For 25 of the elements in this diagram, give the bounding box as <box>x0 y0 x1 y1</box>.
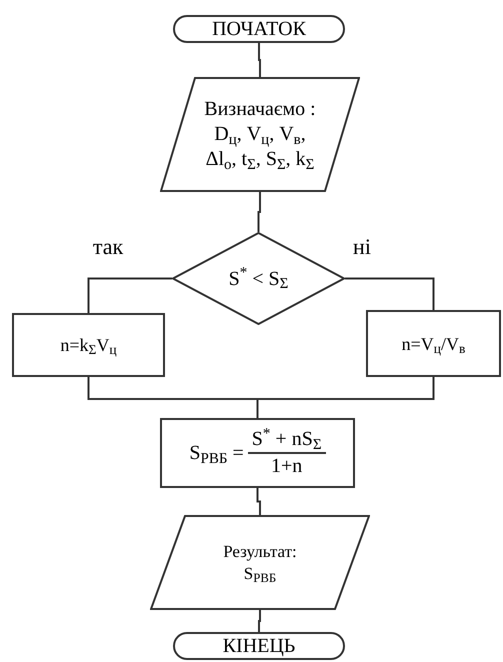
io-heading: Визначаємо : <box>204 97 316 122</box>
connector-line <box>88 278 172 313</box>
connector-line <box>258 43 261 77</box>
edge-label: так <box>92 236 124 258</box>
process-box <box>12 313 165 377</box>
connector-line <box>258 610 261 632</box>
io-text: S$_{РВБ}$ <box>244 562 276 584</box>
condition-text: S$^{*}$ < S$_{Σ}$ <box>228 268 288 288</box>
terminator-shape <box>173 632 345 660</box>
denominator-text: 1+n <box>271 454 302 479</box>
terminator-shape <box>173 15 345 43</box>
io-text: D$_{ц}$, V$_{ц}$, V$_{в}$, Δl$_{o}$, t$_{Σ}$, S$_{Σ}$, k$_{Σ}$ <box>204 122 316 172</box>
terminator-text: ПОЧАТОК <box>212 19 306 39</box>
io-heading: Результат: <box>223 541 297 562</box>
process-box <box>160 418 355 488</box>
connector-line <box>256 377 434 418</box>
formula-text: S$_{РВБ}$ = <box>189 443 244 463</box>
terminator-text: КІНЕЦЬ <box>222 636 296 656</box>
connector-line <box>258 192 261 232</box>
connector-line <box>256 488 261 515</box>
connector-line <box>345 278 434 310</box>
process-text: n=k$_{Σ}$V$_{ц}$ <box>60 336 117 354</box>
edge-label: ні <box>353 236 371 258</box>
numerator-text: S$^{*}$ + nS$_{Σ}$ <box>250 427 323 452</box>
process-box <box>366 310 501 377</box>
